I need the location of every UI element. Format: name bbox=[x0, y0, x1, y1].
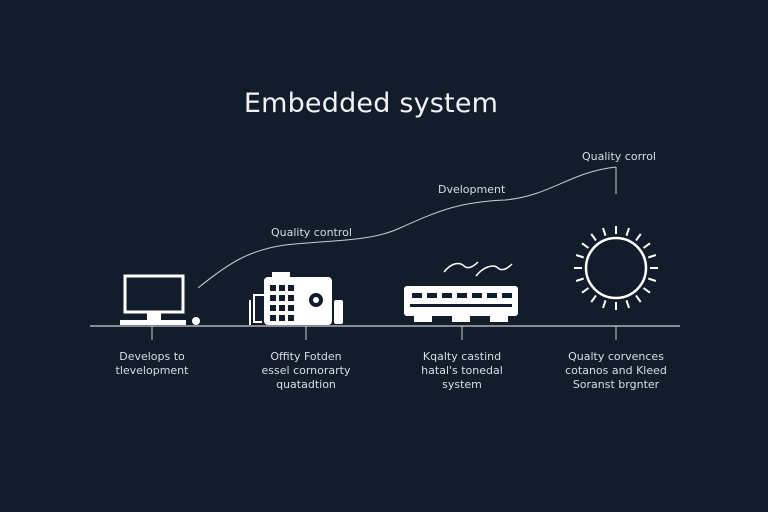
sun-icon bbox=[574, 226, 658, 310]
stage-caption-4: Qualty corvences cotanos and Kleed Soran… bbox=[546, 350, 686, 392]
sun-ray bbox=[590, 294, 597, 303]
caption-line: Offity Fotden bbox=[270, 350, 342, 363]
stage-caption-3: Kqalty castind hatal's tonedal system bbox=[392, 350, 532, 392]
sun-ray bbox=[575, 254, 585, 259]
caption-line: hatal's tonedal bbox=[421, 364, 503, 377]
sun-ray bbox=[642, 287, 651, 294]
caption-line: Soranst brgnter bbox=[572, 378, 660, 391]
sun-ray bbox=[635, 294, 642, 303]
stage-caption-2: Offity Fotden essel cornorarty quatadtio… bbox=[236, 350, 376, 392]
caption-line: Kqalty castind bbox=[422, 350, 502, 363]
sun-ray bbox=[575, 277, 585, 282]
caption-line: essel cornorarty bbox=[261, 364, 351, 377]
sun-ray bbox=[581, 287, 590, 294]
caption-line: quatadtion bbox=[276, 378, 336, 391]
circuit-board-icon bbox=[249, 272, 343, 325]
curve-label-quality-control: Quality control bbox=[271, 226, 352, 239]
sun-ray bbox=[647, 254, 657, 259]
sun-ray bbox=[625, 299, 630, 309]
computer-monitor-icon bbox=[120, 274, 200, 325]
caption-line: cotanos and Kleed bbox=[565, 364, 667, 377]
sun-ray bbox=[625, 227, 630, 237]
caption-line: tlevelopment bbox=[115, 364, 189, 377]
progress-curve bbox=[197, 166, 617, 289]
sun-ray bbox=[581, 242, 590, 249]
sun-ray bbox=[602, 299, 607, 309]
curve-label-development: Dvelopment bbox=[438, 183, 506, 196]
sun-ray bbox=[642, 242, 651, 249]
caption-line: Develops to bbox=[119, 350, 185, 363]
stage-caption-1: Develops to tlevelopment bbox=[82, 350, 222, 378]
curve-label-quality-corrol: Quality corrol bbox=[582, 150, 656, 163]
sun-ray bbox=[602, 227, 607, 237]
diagram-title: Embedded system bbox=[243, 88, 499, 119]
caption-line: system bbox=[442, 378, 482, 391]
sun-ray bbox=[647, 277, 657, 282]
sun-ray bbox=[635, 233, 642, 242]
caption-line: Qualty corvences bbox=[568, 350, 664, 363]
network-switch-icon bbox=[404, 261, 518, 322]
sun-ray bbox=[590, 233, 597, 242]
